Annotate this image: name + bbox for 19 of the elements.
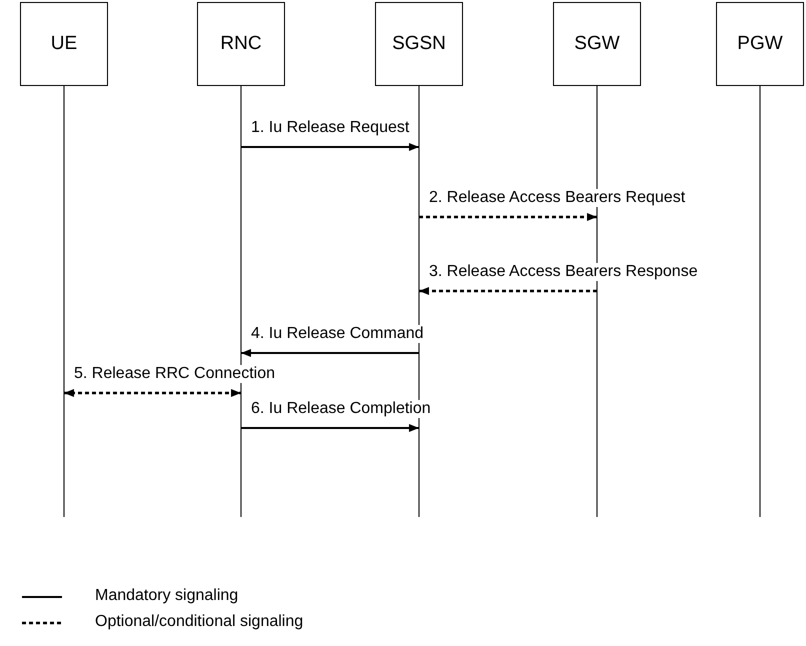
message-arrow [64,389,241,397]
participant-box: PGW [716,2,804,86]
message-label: 4. Iu Release Command [250,325,425,343]
legend-text: Mandatory signaling [95,587,238,605]
participant-box: UE [20,2,108,86]
message-label: 2. Release Access Bearers Request [428,189,686,207]
message-arrow [241,143,419,151]
message-label: 5. Release RRC Connection [73,365,276,383]
participant-box: RNC [197,2,285,86]
message-arrow [241,349,419,357]
message-arrow [419,213,597,221]
message-arrow [241,424,419,432]
participant-box: SGW [553,2,641,86]
participant-box: SGSN [375,2,463,86]
message-arrow [419,287,597,295]
message-label: 6. Iu Release Completion [250,400,432,418]
message-label: 3. Release Access Bearers Response [428,263,699,281]
legend-text: Optional/conditional signaling [95,613,304,631]
message-label: 1. Iu Release Request [250,119,410,137]
